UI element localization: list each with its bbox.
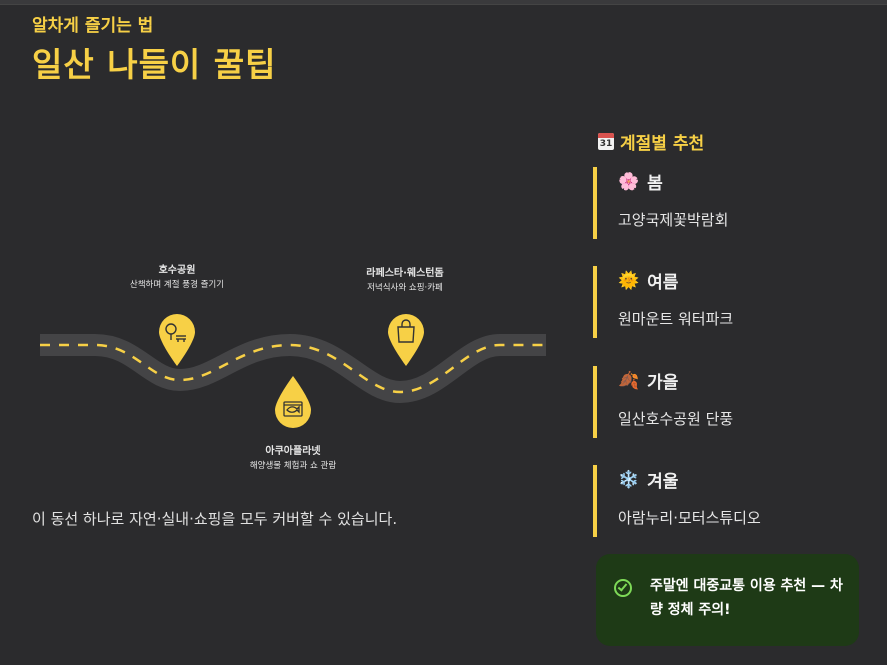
season-spot: 원마운트 워터파크 xyxy=(618,310,734,328)
season-label: 가을 xyxy=(647,373,679,393)
map-pin-aqua-planet[interactable] xyxy=(273,376,313,430)
route-stop-2-title: 아쿠아플라넷 xyxy=(265,446,321,457)
route-stop-1-title: 호수공원 xyxy=(158,265,196,276)
transit-tip-callout: 주말엔 대중교통 이용 추천 — 차량 정체 주의! xyxy=(596,554,859,646)
road-centerline xyxy=(40,343,546,394)
aquarium-icon xyxy=(283,401,303,417)
route-stop-3-title: 라페스타·웨스턴돔 xyxy=(366,268,444,279)
map-pin-lafesta[interactable] xyxy=(386,312,426,366)
season-name: 🌸 봄 xyxy=(618,169,663,195)
route-stop-3-label: 라페스타·웨스턴돔 저녁식사와 쇼핑·카페 xyxy=(350,264,460,294)
route-summary: 이 동선 하나로 자연·실내·쇼핑을 모두 커버할 수 있습니다. xyxy=(32,510,398,528)
calendar-icon: 31 xyxy=(598,133,614,150)
season-card-autumn: 🍂 가을 일산호수공원 단풍 xyxy=(593,366,867,438)
shopping-bag-icon xyxy=(397,319,415,343)
season-spot: 일산호수공원 단풍 xyxy=(618,410,734,428)
seasonal-heading: 31 계절별 추천 xyxy=(598,129,704,154)
route-stop-3-desc: 저녁식사와 쇼핑·카페 xyxy=(367,283,443,293)
page-title: 일산 나들이 꿀팁 xyxy=(32,45,277,84)
section-kicker: 알차게 즐기는 법 xyxy=(32,16,154,36)
season-card-spring: 🌸 봄 고양국제꽃박람회 xyxy=(593,167,867,239)
season-label: 여름 xyxy=(647,273,679,293)
top-border xyxy=(0,0,887,5)
sun-icon: 🌞 xyxy=(618,270,640,291)
bench-tree-icon xyxy=(165,323,186,342)
route-stop-2-desc: 해양생물 체험과 쇼 관람 xyxy=(249,461,337,471)
season-spot: 아람누리·모터스튜디오 xyxy=(618,509,761,527)
route-road-illustration xyxy=(40,333,546,404)
season-spot: 고양국제꽃박람회 xyxy=(618,211,729,229)
season-card-winter: ❄️ 겨울 아람누리·모터스튜디오 xyxy=(593,465,867,537)
cherry-blossom-icon: 🌸 xyxy=(618,171,640,192)
transit-tip-text: 주말엔 대중교통 이용 추천 — 차량 정체 주의! xyxy=(650,578,843,618)
route-stop-1-label: 호수공원 산책하며 계절 풍경 즐기기 xyxy=(127,261,227,291)
snowflake-icon: ❄️ xyxy=(618,469,640,490)
seasonal-heading-text: 계절별 추천 xyxy=(620,134,705,154)
maple-leaf-icon: 🍂 xyxy=(618,370,640,391)
route-stop-1-desc: 산책하며 계절 풍경 즐기기 xyxy=(129,280,225,290)
season-label: 봄 xyxy=(647,174,663,194)
season-name: 🍂 가을 xyxy=(618,368,679,394)
season-label: 겨울 xyxy=(647,472,679,492)
check-circle-icon xyxy=(614,579,632,597)
map-pin-lake-park[interactable] xyxy=(157,312,197,366)
season-name: 🌞 여름 xyxy=(618,268,679,294)
season-card-summer: 🌞 여름 원마운트 워터파크 xyxy=(593,266,867,338)
route-stop-2-label: 아쿠아플라넷 해양생물 체험과 쇼 관람 xyxy=(236,442,350,472)
season-name: ❄️ 겨울 xyxy=(618,467,679,493)
